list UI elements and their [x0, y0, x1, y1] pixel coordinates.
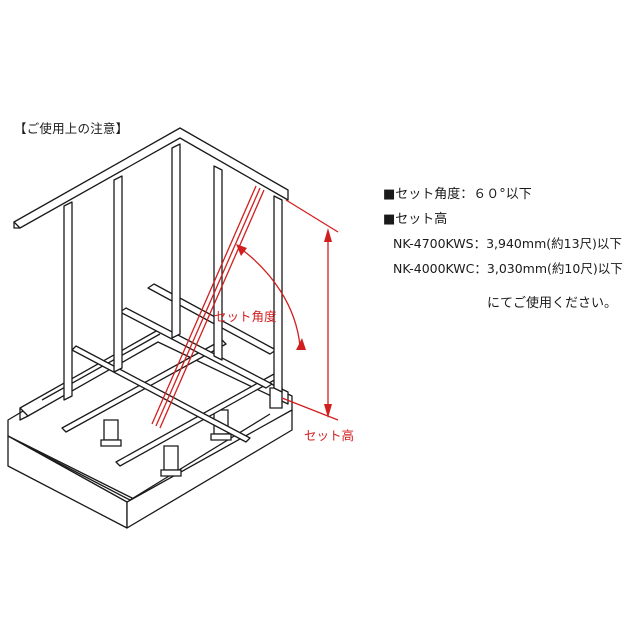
spec-model-nk4000kwc: NK-4000KWC：3,030mm(約10尺)以下 [393, 261, 623, 276]
spec-model-nk4700kws: NK-4700KWS：3,940mm(約13尺)以下 [393, 236, 622, 251]
deck-beams [61, 283, 279, 467]
angle-indicator [236, 244, 306, 350]
caution-heading: 【ご使用上の注意】 [14, 121, 129, 136]
spec-angle: ■セット角度：６０°以下 [383, 187, 532, 202]
spec-height-title: ■セット高 [383, 212, 448, 227]
top-handrail [13, 127, 289, 229]
height-label: セット高 [304, 428, 354, 443]
angle-label: セット角度 [214, 309, 277, 324]
slanted-strut [151, 185, 265, 429]
frame-uprights [63, 143, 283, 401]
height-dimension [281, 199, 339, 421]
base-slab [7, 331, 293, 529]
spec-usage-note: にてご使用ください。 [487, 296, 618, 311]
